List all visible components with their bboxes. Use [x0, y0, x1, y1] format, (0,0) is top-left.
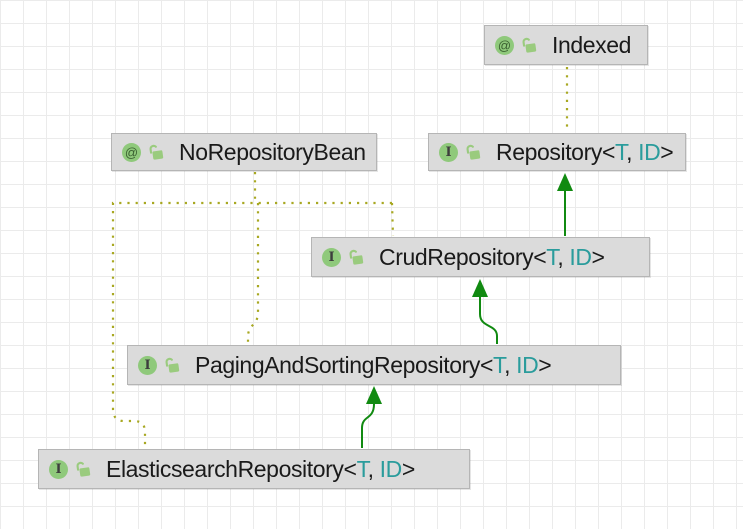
annotation-icon: @ [122, 142, 141, 162]
interface-icon: I [138, 355, 157, 375]
edge-extends-elasticsearch-pagingandsorting[interactable] [361, 403, 375, 448]
public-lock-icon [149, 144, 164, 160]
arrowhead-elasticsearch-pagingandsorting [366, 386, 382, 404]
interface-icon: I [439, 142, 458, 162]
node-label: NoRepositoryBean [179, 138, 366, 165]
public-lock-icon [165, 357, 180, 373]
interface-icon: I [49, 459, 68, 479]
annotation-icon: @ [495, 35, 514, 55]
interface-icon: I [322, 247, 341, 267]
public-lock-icon [522, 37, 537, 53]
class-node-indexed[interactable]: @ Indexed [484, 25, 648, 65]
edge-annotation-elasticsearch-norepositorybean[interactable] [111, 201, 392, 448]
edge-annotation-pagingandsorting-norepositorybean[interactable] [246, 203, 260, 344]
node-label: PagingAndSortingRepository<T, ID> [195, 351, 552, 378]
edge-extends-pagingandsorting-crudrepository[interactable] [479, 297, 498, 344]
node-label: CrudRepository<T, ID> [379, 243, 605, 270]
class-node-norepositorybean[interactable]: @ NoRepositoryBean [111, 133, 377, 171]
public-lock-icon [466, 144, 481, 160]
class-node-pagingandsortingrepository[interactable]: I PagingAndSortingRepository<T, ID> [127, 345, 621, 385]
edge-annotation-crudrepository-norepositorybean[interactable] [390, 202, 395, 237]
arrowhead-pagingandsorting-crudrepository [472, 279, 488, 297]
class-node-elasticsearchrepository[interactable]: I ElasticsearchRepository<T, ID> [38, 449, 470, 489]
public-lock-icon [349, 249, 364, 265]
node-label: ElasticsearchRepository<T, ID> [106, 455, 415, 482]
node-label: Indexed [552, 31, 632, 58]
arrowhead-crudrepository-repository [557, 173, 573, 191]
class-node-crudrepository[interactable]: I CrudRepository<T, ID> [311, 237, 650, 277]
public-lock-icon [76, 461, 91, 477]
class-node-repository[interactable]: I Repository<T, ID> [428, 133, 686, 171]
node-label: Repository<T, ID> [496, 138, 674, 165]
